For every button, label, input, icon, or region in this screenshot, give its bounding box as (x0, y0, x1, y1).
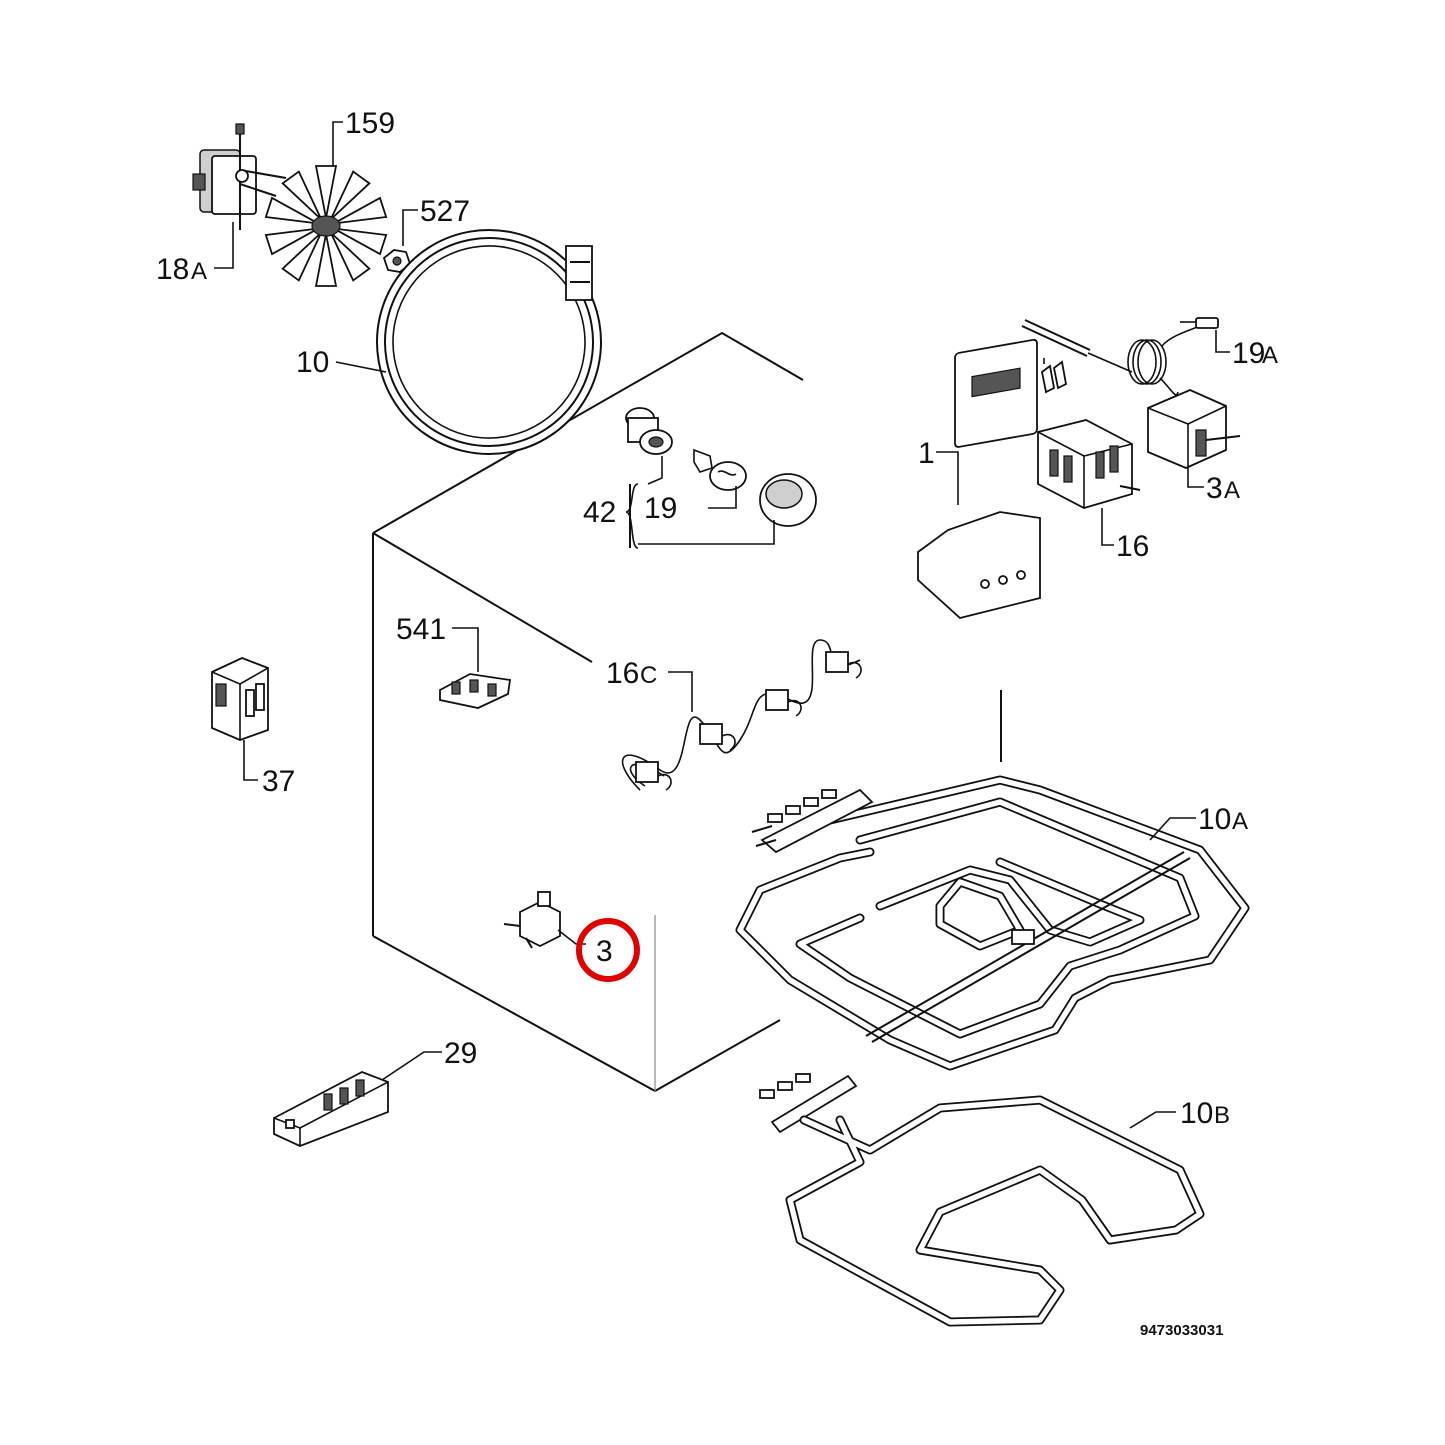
timer-display-part[interactable] (917, 338, 1041, 619)
callout-159: 159 (332, 107, 395, 166)
callout-16c-number: 16 (606, 657, 639, 690)
lamp-bulb-part[interactable] (693, 448, 747, 491)
callout-10b-number: 10 (1180, 1097, 1213, 1130)
callout-10a: 10 A (1149, 803, 1248, 841)
callout-10b: 10 B (1129, 1097, 1230, 1130)
thermostat-capillary-part[interactable] (1021, 317, 1219, 396)
callout-10a-suffix: A (1232, 808, 1248, 835)
lamp-holder-part[interactable] (625, 407, 673, 455)
callout-527: 527 (402, 195, 470, 246)
selector-switch-part[interactable] (1037, 419, 1141, 509)
bottom-element-part[interactable] (759, 1073, 1205, 1327)
callout-19-number: 19 (644, 492, 677, 525)
callout-3a-suffix: A (1224, 477, 1240, 504)
lamp-cover-part[interactable] (759, 473, 817, 527)
connector-pins-part[interactable] (1041, 360, 1068, 394)
callout-29: 29 (381, 1037, 477, 1081)
callout-10-number: 10 (296, 346, 329, 379)
callout-16c-suffix: C (640, 662, 657, 689)
callout-19a: 19 A (1215, 330, 1278, 370)
fan-motor-part[interactable] (192, 123, 287, 230)
circular-heating-element-part[interactable] (339, 192, 640, 493)
callout-19a-number: 19 (1232, 337, 1265, 370)
callout-541-number: 541 (396, 613, 446, 646)
grill-element-part[interactable] (735, 690, 1250, 1071)
callout-1-number: 1 (918, 437, 935, 470)
callout-37: 37 (243, 740, 295, 798)
cable-harness-part[interactable] (621, 639, 862, 791)
callout-29-number: 29 (444, 1037, 477, 1070)
callout-19a-suffix: A (1262, 342, 1278, 369)
thermal-fuse-part[interactable] (503, 891, 561, 949)
callout-3a: 3 A (1187, 468, 1240, 505)
thermostat-body-part[interactable] (1147, 389, 1241, 469)
callout-10b-suffix: B (1214, 1102, 1230, 1129)
callout-3: 3 (557, 918, 640, 982)
callout-37-number: 37 (262, 765, 295, 798)
callout-16: 16 (1101, 508, 1149, 563)
callout-1: 1 (918, 437, 959, 505)
callout-3-number: 3 (596, 935, 613, 968)
fan-blade-part[interactable] (264, 165, 388, 287)
callout-3a-number: 3 (1206, 472, 1223, 505)
callout-10a-number: 10 (1198, 803, 1231, 836)
bracket-part[interactable] (439, 673, 512, 709)
callout-159-number: 159 (345, 107, 395, 140)
callout-18a-number: 18 (156, 253, 189, 286)
connector-block-part[interactable] (211, 657, 269, 741)
callout-10: 10 (296, 346, 387, 379)
callout-18a-suffix: A (191, 258, 207, 285)
spark-generator-part[interactable] (273, 1071, 389, 1147)
callout-18a: 18 A (156, 222, 234, 286)
callout-42-19: 42 19 (583, 456, 775, 549)
callout-16c: 16 C (606, 657, 693, 712)
callout-16-number: 16 (1116, 530, 1149, 563)
document-number: 9473033031 (1140, 1322, 1223, 1339)
oven-cavity-outline (372, 331, 804, 1092)
callout-527-number: 527 (420, 195, 470, 228)
callout-541: 541 (396, 613, 479, 672)
callout-42-number: 42 (583, 496, 616, 529)
highlight-circle (576, 918, 640, 982)
